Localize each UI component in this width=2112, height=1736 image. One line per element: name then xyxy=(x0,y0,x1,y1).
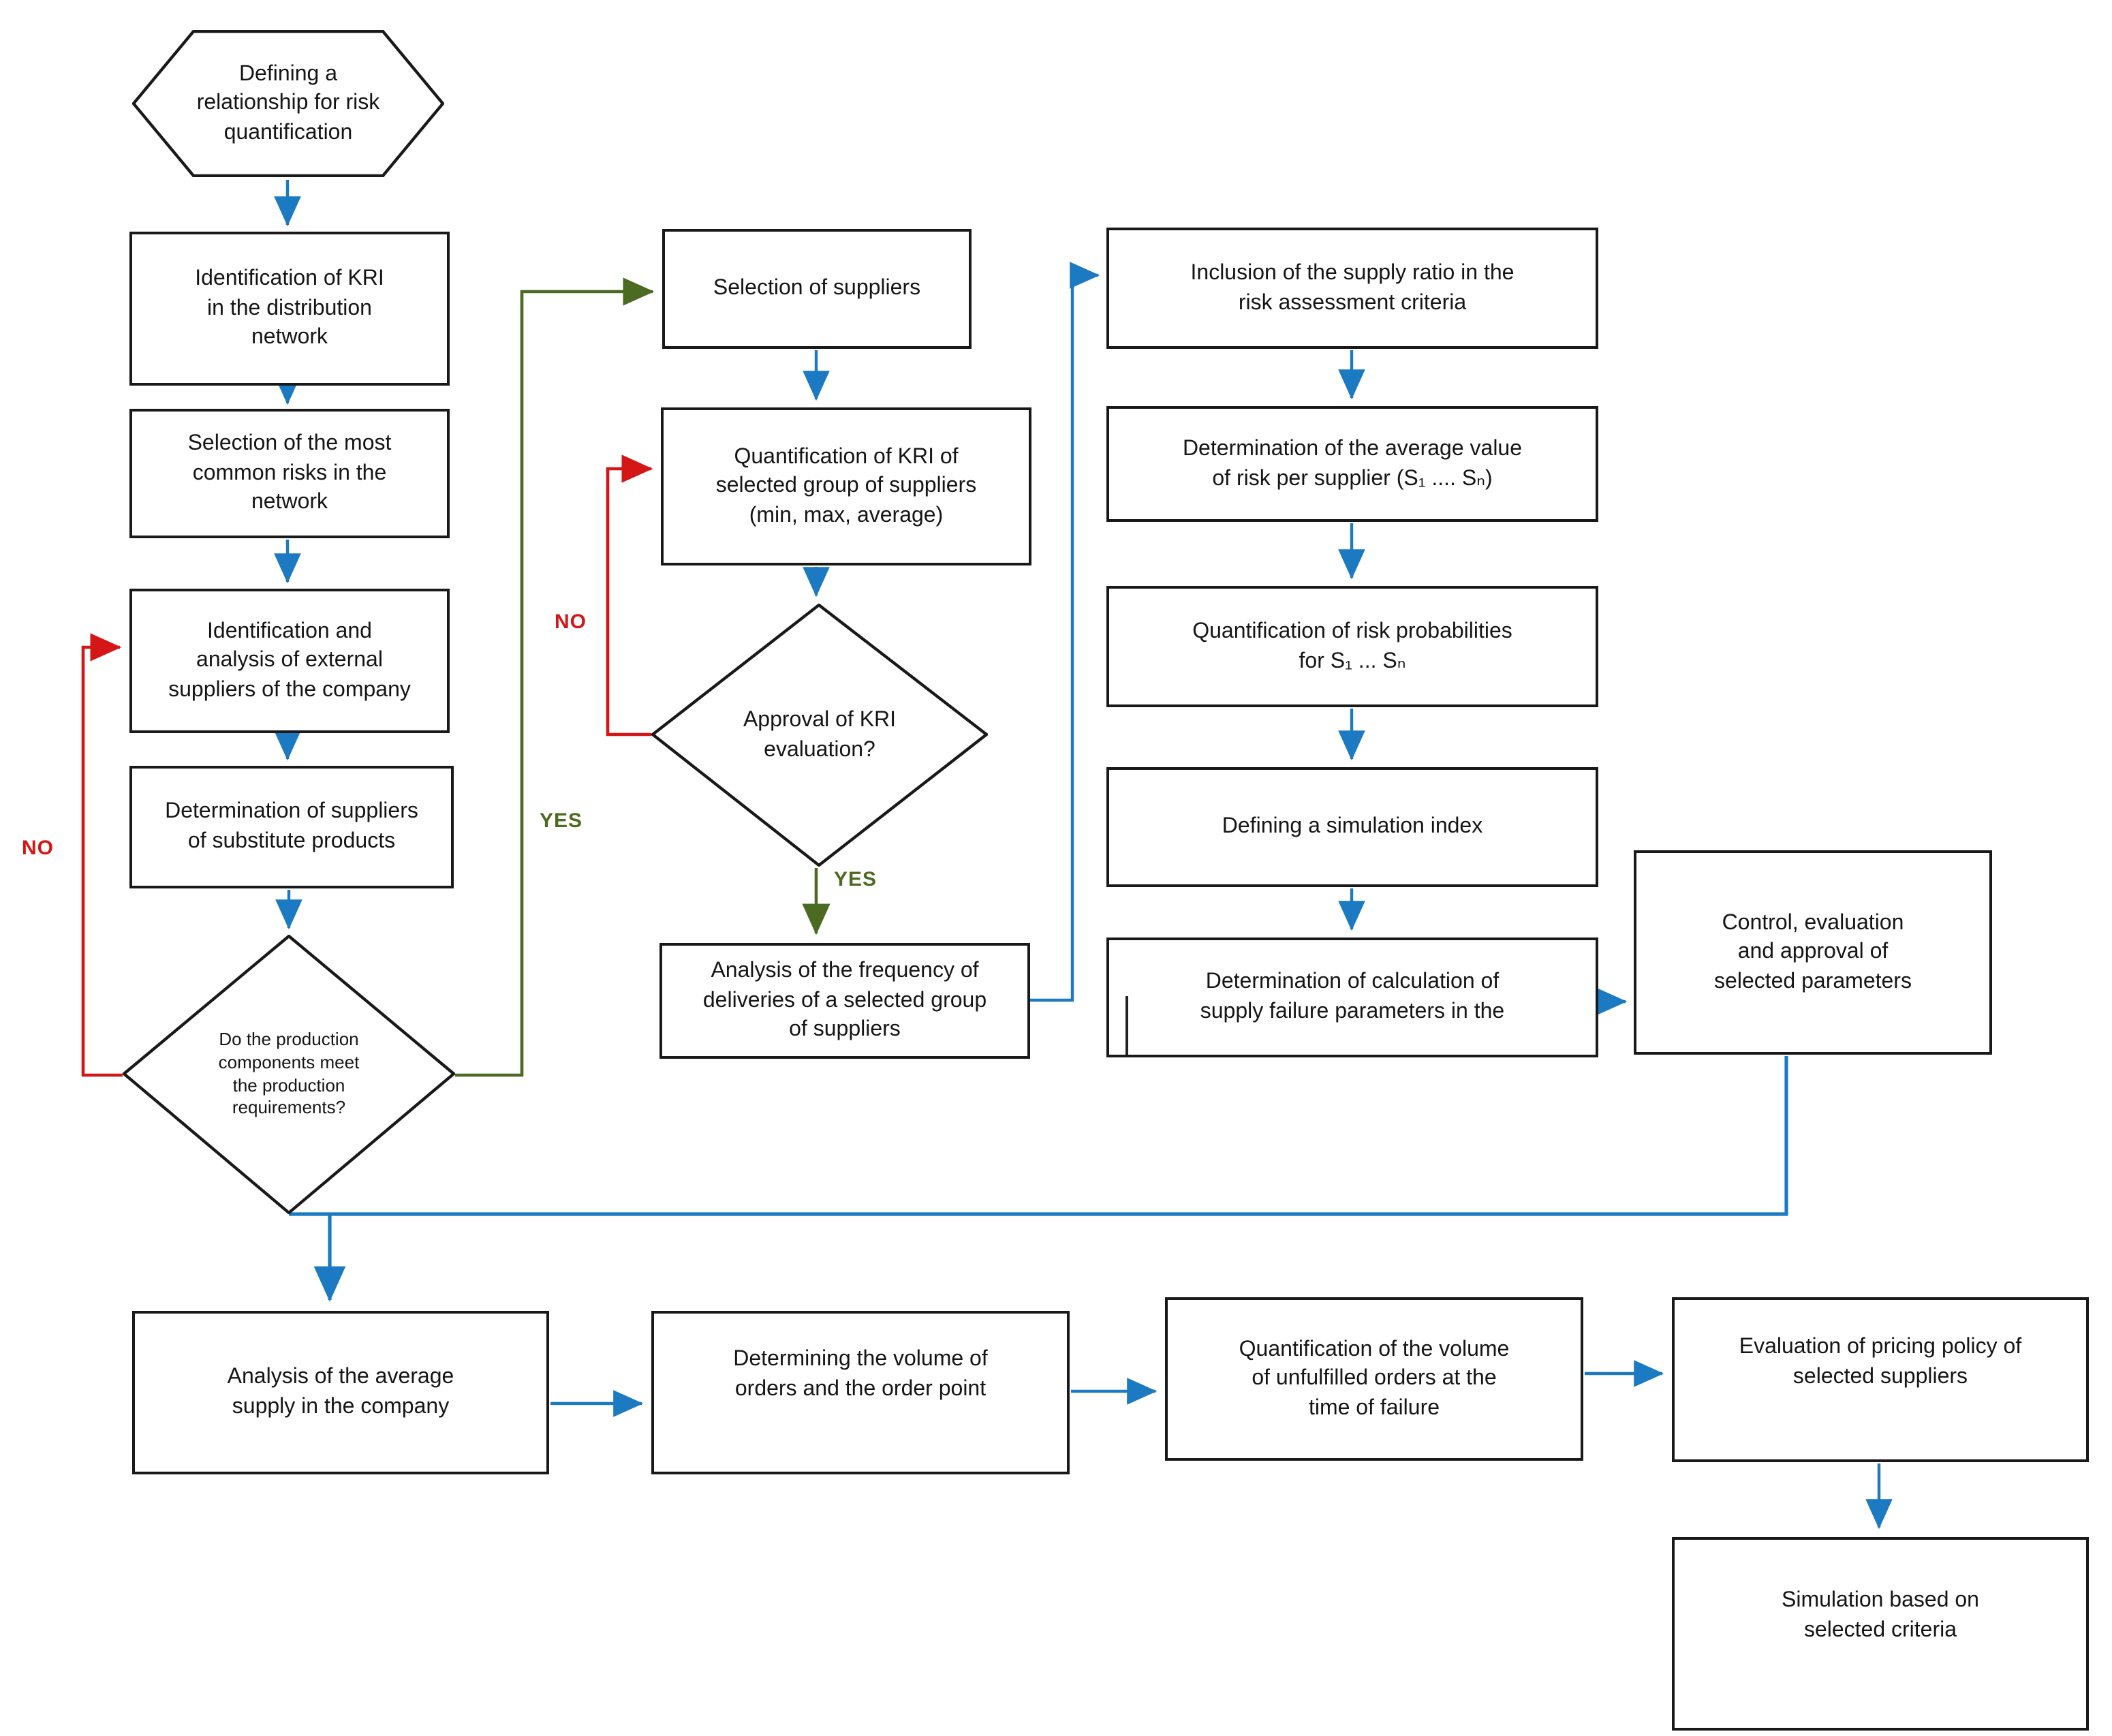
flow-node-simulation: Simulation based on selected criteria xyxy=(1672,1537,2089,1731)
node-label: Defining a relationship for risk quantif… xyxy=(196,62,380,144)
edge-label-no-left: NO xyxy=(22,837,54,860)
hexagon-shape xyxy=(132,30,444,177)
flow-node-risk-probabilities: Quantification of risk probabilities for… xyxy=(1106,586,1598,707)
flow-node-delivery-frequency: Analysis of the frequency of deliveries … xyxy=(659,943,1030,1059)
node-label: Identification of KRI in the distributio… xyxy=(195,267,384,350)
node-label: Defining a simulation index xyxy=(1222,815,1483,839)
flow-node-average-risk: Determination of the average value of ri… xyxy=(1106,406,1598,522)
flow-node-pricing-policy: Evaluation of pricing policy of selected… xyxy=(1672,1297,2089,1462)
vertical-line-artifact xyxy=(1125,996,1128,1055)
node-label: Do the production components meet the pr… xyxy=(218,1028,360,1118)
flow-node-order-volume: Determining the volume of orders and the… xyxy=(651,1311,1070,1474)
node-label: Analysis of the average supply in the co… xyxy=(227,1365,454,1419)
flow-node-substitute-suppliers: Determination of suppliers of substitute… xyxy=(129,766,454,888)
flow-node-external-suppliers: Identification and analysis of external … xyxy=(129,589,450,733)
node-label: Determining the volume of orders and the… xyxy=(733,1348,988,1401)
flow-node-unfulfilled-orders: Quantification of the volume of unfulfil… xyxy=(1165,1297,1583,1461)
flow-node-kri-identification: Identification of KRI in the distributio… xyxy=(129,232,450,386)
node-label: Simulation based on selected criteria xyxy=(1782,1589,1979,1642)
node-label: Selection of the most common risks in th… xyxy=(187,432,392,514)
node-label: Determination of the average value of ri… xyxy=(1182,437,1523,490)
edge-label-yes-middle: YES xyxy=(834,868,878,891)
flow-node-defining-relationship: Defining a relationship for risk quantif… xyxy=(132,30,444,177)
edge-label-no-middle: NO xyxy=(555,610,587,634)
node-label: Inclusion of the supply ratio in the ris… xyxy=(1190,261,1515,314)
node-label: Identification and analysis of external … xyxy=(168,619,411,702)
node-label: Approval of KRI evaluation? xyxy=(743,708,897,761)
flow-node-kri-quantification: Quantification of KRI of selected group … xyxy=(661,407,1031,565)
node-label: Control, evaluation and approval of sele… xyxy=(1714,911,1912,993)
flow-node-supplier-selection: Selection of suppliers xyxy=(662,229,972,349)
node-label: Quantification of the volume of unfulfil… xyxy=(1239,1337,1510,1420)
decision-kri-approval: Approval of KRI evaluation? xyxy=(651,604,988,867)
flow-node-common-risks: Selection of the most common risks in th… xyxy=(129,409,450,538)
edge-label-yes-left: YES xyxy=(540,809,583,833)
flow-node-control-evaluation: Control, evaluation and approval of sele… xyxy=(1634,850,1992,1055)
node-label: Quantification of risk probabilities for… xyxy=(1192,619,1512,672)
flow-node-failure-parameters: Determination of calculation of supply f… xyxy=(1106,937,1598,1057)
flow-node-average-supply: Analysis of the average supply in the co… xyxy=(132,1311,549,1474)
node-label: Determination of calculation of supply f… xyxy=(1200,970,1505,1023)
node-label: Selection of suppliers xyxy=(713,277,921,300)
node-label: Evaluation of pricing policy of selected… xyxy=(1739,1335,2022,1388)
diamond-shape xyxy=(651,604,988,867)
flow-node-simulation-index: Defining a simulation index xyxy=(1106,767,1598,887)
node-label: Analysis of the frequency of deliveries … xyxy=(702,959,987,1042)
node-label: Quantification of KRI of selected group … xyxy=(715,445,977,527)
node-label: Determination of suppliers of substitute… xyxy=(165,800,418,853)
flow-node-supply-ratio: Inclusion of the supply ratio in the ris… xyxy=(1106,228,1598,349)
diamond-shape xyxy=(123,935,455,1214)
decision-production-requirements: Do the production components meet the pr… xyxy=(123,935,455,1214)
